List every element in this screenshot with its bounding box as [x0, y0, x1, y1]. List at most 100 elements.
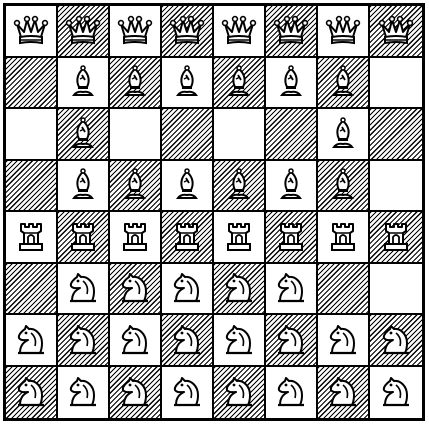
square-r6-c1[interactable] [6, 264, 58, 316]
knight-icon[interactable] [271, 268, 311, 308]
square-r7-c2[interactable] [58, 315, 110, 367]
bishop-icon[interactable] [63, 62, 103, 102]
square-r2-c8[interactable] [370, 58, 422, 110]
square-r6-c8[interactable] [370, 264, 422, 316]
square-r4-c2[interactable] [58, 161, 110, 213]
square-r4-c7[interactable] [318, 161, 370, 213]
square-r1-c5[interactable] [214, 6, 266, 58]
knight-icon[interactable] [115, 268, 155, 308]
square-r4-c5[interactable] [214, 161, 266, 213]
square-r7-c4[interactable] [162, 315, 214, 367]
square-r1-c7[interactable] [318, 6, 370, 58]
square-r1-c2[interactable] [58, 6, 110, 58]
square-r6-c3[interactable] [110, 264, 162, 316]
bishop-icon[interactable] [167, 165, 207, 205]
square-r8-c2[interactable] [58, 367, 110, 419]
bishop-icon[interactable] [271, 62, 311, 102]
square-r7-c1[interactable] [6, 315, 58, 367]
knight-icon[interactable] [167, 372, 207, 412]
queen-icon[interactable] [219, 11, 259, 51]
square-r5-c2[interactable] [58, 212, 110, 264]
knight-icon[interactable] [63, 320, 103, 360]
square-r2-c3[interactable] [110, 58, 162, 110]
bishop-icon[interactable] [219, 165, 259, 205]
knight-icon[interactable] [219, 372, 259, 412]
knight-icon[interactable] [271, 320, 311, 360]
square-r8-c4[interactable] [162, 367, 214, 419]
square-r2-c1[interactable] [6, 58, 58, 110]
square-r4-c4[interactable] [162, 161, 214, 213]
square-r2-c2[interactable] [58, 58, 110, 110]
square-r4-c1[interactable] [6, 161, 58, 213]
square-r6-c6[interactable] [266, 264, 318, 316]
knight-icon[interactable] [376, 320, 416, 360]
queen-icon[interactable] [323, 11, 363, 51]
rook-icon[interactable] [271, 217, 311, 257]
knight-icon[interactable] [115, 372, 155, 412]
queen-icon[interactable] [63, 11, 103, 51]
square-r8-c7[interactable] [318, 367, 370, 419]
square-r4-c3[interactable] [110, 161, 162, 213]
queen-icon[interactable] [11, 11, 51, 51]
knight-icon[interactable] [167, 268, 207, 308]
square-r3-c6[interactable] [266, 109, 318, 161]
bishop-icon[interactable] [271, 165, 311, 205]
square-r5-c5[interactable] [214, 212, 266, 264]
rook-icon[interactable] [115, 217, 155, 257]
square-r7-c3[interactable] [110, 315, 162, 367]
square-r8-c5[interactable] [214, 367, 266, 419]
bishop-icon[interactable] [63, 114, 103, 154]
rook-icon[interactable] [376, 217, 416, 257]
square-r8-c6[interactable] [266, 367, 318, 419]
knight-icon[interactable] [63, 372, 103, 412]
square-r6-c5[interactable] [214, 264, 266, 316]
bishop-icon[interactable] [323, 62, 363, 102]
square-r2-c4[interactable] [162, 58, 214, 110]
square-r7-c7[interactable] [318, 315, 370, 367]
square-r5-c4[interactable] [162, 212, 214, 264]
square-r1-c4[interactable] [162, 6, 214, 58]
queen-icon[interactable] [376, 11, 416, 51]
square-r4-c8[interactable] [370, 161, 422, 213]
knight-icon[interactable] [63, 268, 103, 308]
square-r4-c6[interactable] [266, 161, 318, 213]
square-r3-c2[interactable] [58, 109, 110, 161]
bishop-icon[interactable] [115, 165, 155, 205]
rook-icon[interactable] [167, 217, 207, 257]
queen-icon[interactable] [115, 11, 155, 51]
knight-icon[interactable] [271, 372, 311, 412]
square-r3-c4[interactable] [162, 109, 214, 161]
square-r2-c7[interactable] [318, 58, 370, 110]
queen-icon[interactable] [271, 11, 311, 51]
square-r8-c1[interactable] [6, 367, 58, 419]
knight-icon[interactable] [323, 320, 363, 360]
square-r3-c8[interactable] [370, 109, 422, 161]
square-r7-c6[interactable] [266, 315, 318, 367]
knight-icon[interactable] [11, 320, 51, 360]
square-r2-c6[interactable] [266, 58, 318, 110]
square-r6-c2[interactable] [58, 264, 110, 316]
knight-icon[interactable] [219, 268, 259, 308]
square-r3-c5[interactable] [214, 109, 266, 161]
square-r5-c1[interactable] [6, 212, 58, 264]
knight-icon[interactable] [11, 372, 51, 412]
square-r1-c8[interactable] [370, 6, 422, 58]
square-r6-c7[interactable] [318, 264, 370, 316]
square-r1-c3[interactable] [110, 6, 162, 58]
queen-icon[interactable] [167, 11, 207, 51]
square-r5-c6[interactable] [266, 212, 318, 264]
bishop-icon[interactable] [63, 165, 103, 205]
square-r1-c6[interactable] [266, 6, 318, 58]
rook-icon[interactable] [11, 217, 51, 257]
square-r8-c8[interactable] [370, 367, 422, 419]
square-r5-c8[interactable] [370, 212, 422, 264]
square-r7-c8[interactable] [370, 315, 422, 367]
square-r3-c7[interactable] [318, 109, 370, 161]
rook-icon[interactable] [63, 217, 103, 257]
bishop-icon[interactable] [219, 62, 259, 102]
square-r3-c1[interactable] [6, 109, 58, 161]
square-r3-c3[interactable] [110, 109, 162, 161]
knight-icon[interactable] [115, 320, 155, 360]
rook-icon[interactable] [323, 217, 363, 257]
knight-icon[interactable] [323, 372, 363, 412]
